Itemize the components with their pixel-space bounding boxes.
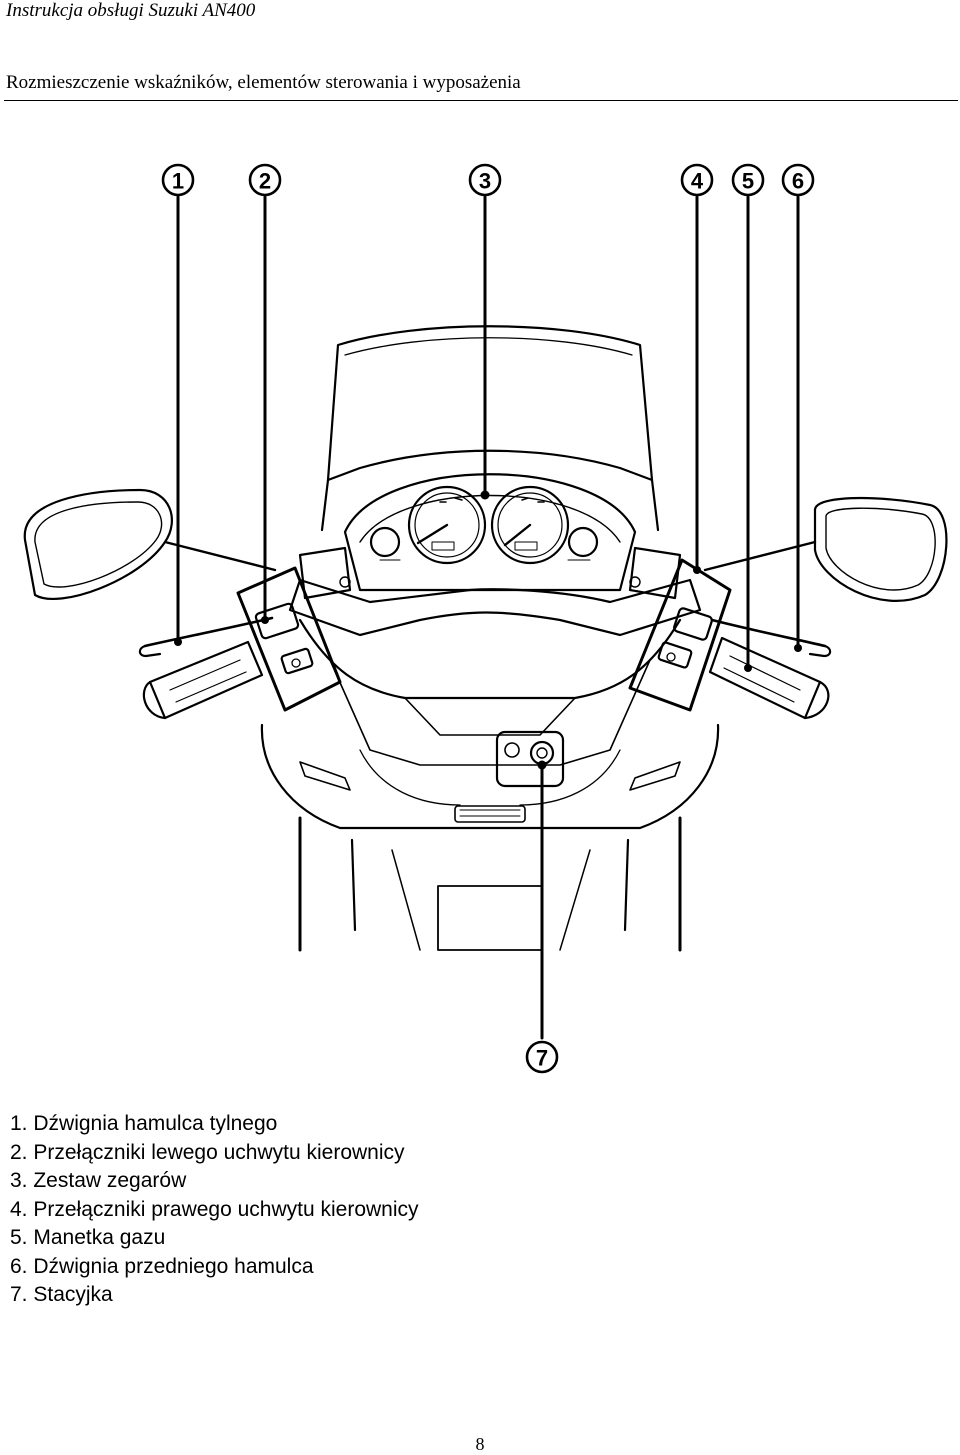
page-number: 8: [475, 1434, 485, 1454]
legend-item-text: Dźwignia hamulca tylnego: [33, 1112, 278, 1135]
svg-text:7: 7: [536, 1046, 548, 1071]
callout-4: 4: [680, 163, 714, 197]
svg-text:6: 6: [792, 169, 804, 194]
legend-item: 7. Stacyjka: [10, 1281, 419, 1310]
legend-item-text: Manetka gazu: [33, 1226, 166, 1249]
svg-text:3: 3: [479, 169, 491, 194]
section-title: Rozmieszczenie wskaźników, elementów ste…: [6, 72, 521, 93]
legend-item-text: Zestaw zegarów: [33, 1169, 187, 1192]
legend-item: 5. Manetka gazu: [10, 1224, 419, 1253]
svg-text:2: 2: [259, 169, 271, 194]
legend-item-number: 2.: [10, 1140, 28, 1164]
legend-item-number: 5.: [10, 1226, 28, 1249]
callout-3: 3: [468, 163, 502, 197]
callout-6: 6: [781, 163, 815, 197]
legend-item-text: Stacyjka: [33, 1283, 113, 1306]
windscreen-drawing: [320, 325, 660, 532]
svg-text:1: 1: [172, 169, 184, 194]
legend-item-number: 6.: [10, 1254, 28, 1278]
legend-item: 3. Zestaw zegarów: [10, 1167, 419, 1196]
legend-item: 4. Przełączniki prawego uchwytu kierowni…: [10, 1196, 419, 1225]
legend-item-text: Przełączniki prawego uchwytu kierownicy: [33, 1197, 419, 1221]
legend-item-text: Dźwignia przedniego hamulca: [33, 1254, 314, 1278]
scooter-controls-figure: 1 2 3 4 5 6 7: [0, 150, 960, 1090]
callout-2: 2: [248, 163, 282, 197]
svg-text:4: 4: [691, 169, 704, 194]
scooter-body-drawing: [260, 618, 720, 952]
callout-7: 7: [525, 1040, 559, 1074]
title-rule: [4, 100, 958, 101]
legend-item-number: 1.: [10, 1112, 28, 1135]
legend-item: 2. Przełączniki lewego uchwytu kierownic…: [10, 1139, 419, 1168]
legend-item-number: 3.: [10, 1169, 28, 1192]
mirrors-drawing: [23, 488, 948, 602]
callout-1: 1: [161, 163, 195, 197]
handlebar-drawing: [138, 546, 832, 720]
running-header: Instrukcja obsługi Suzuki AN400: [6, 0, 256, 21]
legend-item-text: Przełączniki lewego uchwytu kierownicy: [33, 1140, 405, 1164]
legend-item-number: 7.: [10, 1283, 28, 1306]
leader-lines: [176, 195, 800, 1040]
legend-item: 1. Dźwignia hamulca tylnego: [10, 1110, 419, 1139]
svg-text:5: 5: [742, 169, 754, 194]
legend-item-number: 4.: [10, 1197, 28, 1221]
legend-list: 1. Dźwignia hamulca tylnego 2. Przełączn…: [10, 1110, 419, 1310]
instrument-cluster-drawing: [343, 473, 637, 592]
leader-dots: [174, 490, 802, 770]
callout-markers: 1 2 3 4 5 6 7: [161, 163, 815, 1074]
callout-5: 5: [731, 163, 765, 197]
legend-item: 6. Dźwignia przedniego hamulca: [10, 1253, 419, 1282]
